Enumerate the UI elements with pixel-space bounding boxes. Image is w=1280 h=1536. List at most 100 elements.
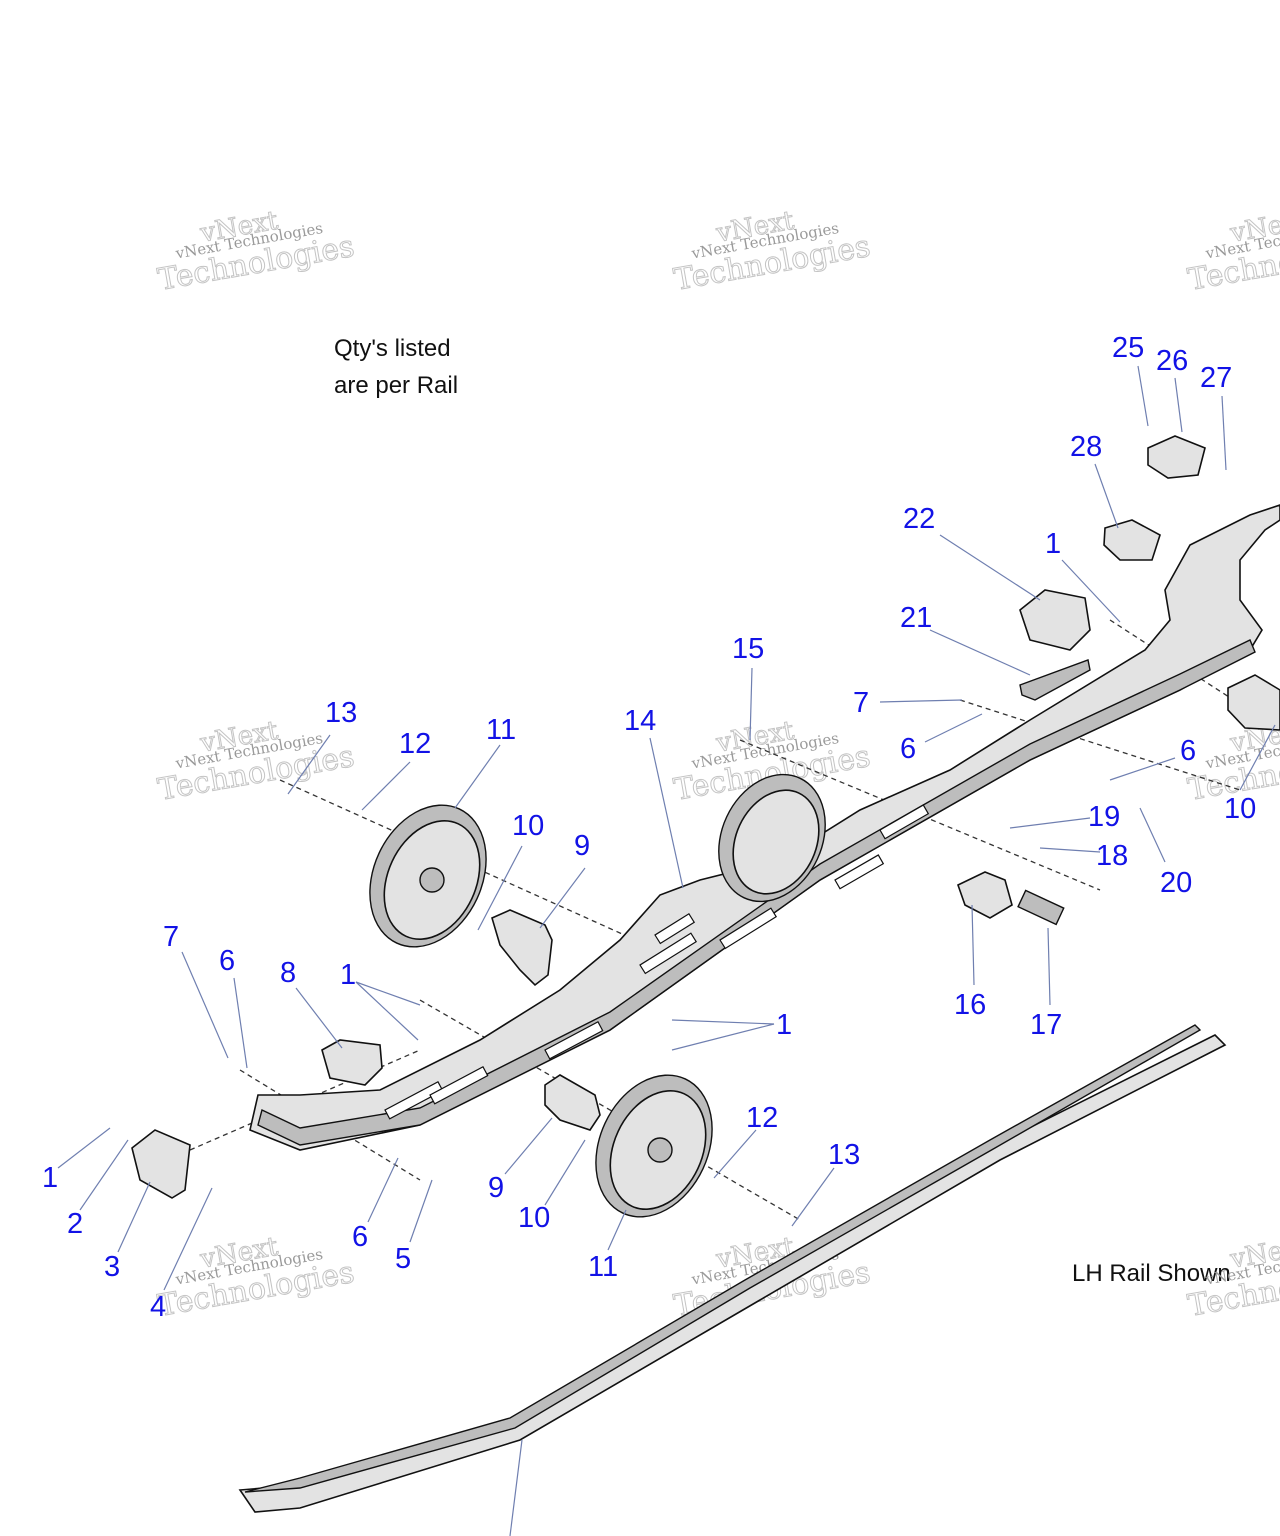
small-parts	[131, 435, 1280, 1199]
leader	[924, 713, 983, 743]
callout-16: 16	[954, 989, 986, 1021]
leader	[713, 1129, 757, 1179]
callout-11: 11	[486, 714, 516, 746]
watermark-3: vNext Technologies vNext Technologies	[1185, 205, 1280, 298]
leader	[749, 667, 753, 741]
leader	[509, 1439, 523, 1536]
watermark-9: vNext Technologies vNext Technologies	[1185, 1231, 1280, 1324]
callout-15: 15	[732, 633, 764, 665]
wear-block-front	[321, 1039, 383, 1086]
callout-26: 26	[1156, 345, 1188, 377]
leader	[1061, 559, 1121, 623]
rail-frame-part	[249, 504, 1280, 1151]
leader	[287, 734, 331, 795]
leader	[1221, 395, 1227, 471]
leader	[295, 987, 343, 1049]
callout-12: 12	[399, 728, 431, 760]
callout-19: 19	[1088, 801, 1120, 833]
axis-line	[419, 999, 801, 1221]
callout-6: 6	[352, 1221, 368, 1253]
callout-labels: 25 26 27 28 22 1 21 15 7 14 6 6 13 12 11…	[42, 332, 1256, 1323]
callout-8: 8	[280, 957, 296, 989]
hinge-cap	[1147, 435, 1206, 479]
leader	[367, 1157, 399, 1223]
callout-22: 22	[903, 503, 935, 535]
callout-1: 1	[340, 959, 356, 991]
axis-line	[239, 1069, 421, 1181]
slide-rail-edge	[244, 1024, 1202, 1493]
callout-1: 1	[776, 1009, 792, 1041]
frame-slot	[879, 804, 930, 840]
bushing	[1017, 889, 1065, 926]
callout-20: 20	[1160, 867, 1192, 899]
callout-5: 5	[395, 1243, 411, 1275]
slide-rail-part	[238, 1024, 1227, 1513]
axis-line	[959, 699, 1241, 791]
idler-wheel-lower	[595, 1074, 713, 1218]
rail-frame-flange	[257, 639, 1256, 1146]
callout-13: 13	[325, 697, 357, 729]
leader	[929, 629, 1031, 676]
leader	[791, 1167, 835, 1227]
leader	[879, 699, 963, 703]
rail-shown-note: LH Rail Shown	[1072, 1260, 1231, 1287]
leader	[939, 534, 1041, 601]
leader	[1039, 847, 1101, 853]
leader	[1174, 377, 1183, 433]
frame-slot	[429, 1066, 489, 1105]
axle-bracket-upper	[491, 909, 553, 987]
leader	[233, 977, 248, 1069]
watermark-1: vNext Technologies vNext Technologies	[155, 205, 358, 298]
leader	[454, 744, 501, 809]
callout-21: 21	[900, 602, 932, 634]
idler-wheel-upper-left	[369, 804, 487, 948]
frame-slot	[834, 854, 885, 890]
callout-28: 28	[1070, 431, 1102, 463]
leader	[79, 1139, 129, 1211]
frame-slot	[384, 1081, 444, 1120]
callout-13: 13	[828, 1139, 860, 1171]
axle-bracket-lower	[544, 1074, 601, 1131]
leader	[1139, 807, 1166, 863]
leader	[671, 1023, 775, 1051]
callout-1: 1	[1045, 528, 1061, 560]
leader	[355, 981, 421, 1006]
watermark-7: vNext Technologies vNext Technologies	[155, 1231, 358, 1324]
leader	[1137, 365, 1149, 427]
leader	[409, 1179, 433, 1243]
leader-lines	[57, 365, 1276, 1536]
callout-2: 2	[67, 1208, 83, 1240]
callout-25: 25	[1112, 332, 1144, 364]
watermark-group: vNext Technologies vNext Technologies vN…	[155, 205, 1280, 1324]
hinge-block	[1103, 519, 1161, 561]
callout-11: 11	[588, 1251, 618, 1283]
frame-slot	[544, 1021, 604, 1060]
leader	[1239, 724, 1276, 791]
wheel-hub	[732, 789, 820, 895]
stopper-block	[1019, 589, 1091, 651]
leader	[671, 1019, 775, 1025]
axis-line	[739, 739, 1101, 891]
callout-1: 1	[42, 1162, 58, 1194]
callout-3: 3	[104, 1251, 120, 1283]
frame-slot	[639, 932, 698, 975]
idler-wheel-upper-right	[718, 773, 826, 903]
tip-cap	[131, 1129, 191, 1199]
callout-12: 12	[746, 1102, 778, 1134]
leader	[504, 1117, 553, 1175]
callout-10: 10	[1224, 793, 1256, 825]
leader	[539, 867, 586, 929]
callout-10: 10	[512, 810, 544, 842]
callout-6: 6	[1180, 735, 1196, 767]
retainer-clip	[1019, 659, 1091, 701]
qty-note-line-2: are per Rail	[334, 372, 459, 399]
leader	[1094, 463, 1119, 529]
callout-7: 7	[853, 687, 869, 719]
pivot-bracket	[957, 871, 1013, 919]
callout-4: 4	[150, 1291, 166, 1323]
callout-18: 18	[1096, 840, 1128, 872]
callout-9: 9	[574, 830, 590, 862]
callout-6: 6	[900, 733, 916, 765]
leader	[355, 981, 419, 1041]
leader	[163, 1187, 213, 1291]
